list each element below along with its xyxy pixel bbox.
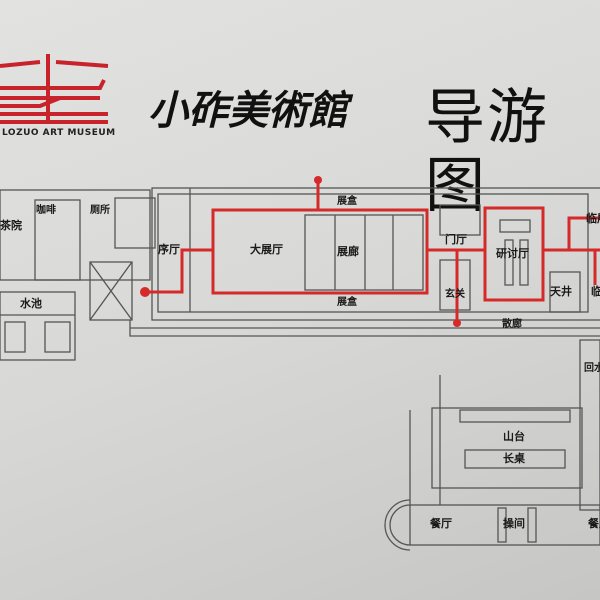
route-dot: [314, 176, 322, 184]
museum-logo: [0, 54, 109, 124]
label-entrance: 玄关: [445, 289, 465, 300]
label-restaurant-2: 餐厅: [588, 517, 600, 530]
route-dot: [453, 319, 461, 327]
label-temp-top: 临展: [586, 212, 600, 225]
route-start-dot: [140, 287, 150, 297]
label-long-table: 长桌: [503, 452, 525, 465]
map-title: 导游图: [425, 83, 549, 221]
logo-text: LOZUO ART MUSEUM: [2, 128, 116, 138]
label-main-hall: 大展厅: [250, 243, 283, 256]
tour-route: [145, 180, 600, 323]
label-foyer: 序厅: [158, 243, 180, 256]
label-walkway: 散廊: [502, 319, 522, 330]
label-showcase-top: 展盒: [337, 196, 357, 207]
label-corridor: 展廊: [337, 245, 359, 258]
label-kitchen: 操间: [503, 517, 525, 530]
label-terrace: 山台: [503, 430, 525, 443]
label-restroom: 厕所: [90, 205, 110, 216]
label-restaurant: 餐厅: [430, 517, 452, 530]
label-seminar: 研讨厅: [496, 247, 529, 260]
museum-name: 小砟美術館: [148, 87, 348, 134]
label-lobby: 门厅: [445, 233, 467, 246]
label-pond: 水池: [20, 297, 42, 310]
label-water: 回水: [584, 363, 600, 374]
label-tea: 茶院: [0, 219, 22, 232]
label-showcase-bottom: 展盒: [337, 297, 357, 308]
label-cafe: 咖啡: [36, 205, 56, 216]
label-temp-bottom: 临展: [591, 285, 600, 298]
label-courtyard: 天井: [550, 285, 572, 298]
